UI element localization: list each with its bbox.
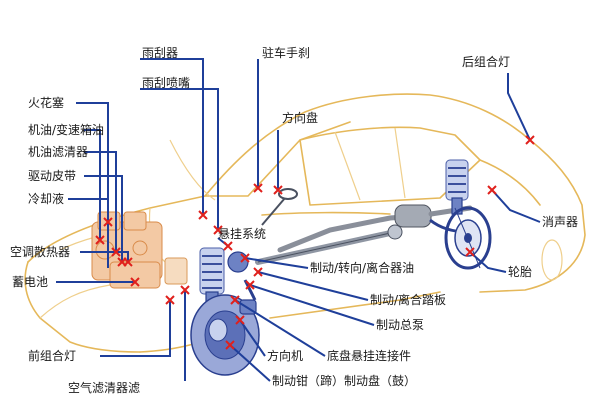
steering-rack [255, 224, 403, 265]
label-fluids: 制动/转向/离合器油 [310, 260, 414, 275]
label-battery: 蓄电池 [12, 275, 48, 289]
label-pedals: 制动/离合踏板 [370, 292, 446, 307]
red-markers [95, 135, 535, 350]
label-rear-light: 后组合灯 [462, 54, 510, 69]
label-drive-belt: 驱动皮带 [28, 169, 76, 183]
label-wiper-nozzle: 雨刮喷嘴 [142, 76, 190, 90]
steering-column [261, 188, 298, 226]
label-tire: 轮胎 [508, 265, 532, 279]
rear-wheel [444, 206, 492, 270]
label-master-cylinder: 制动总泵 [376, 318, 424, 332]
leader-lines [56, 58, 541, 382]
label-ac-radiator: 空调散热器 [10, 244, 70, 259]
label-air-filter: 空气滤清器滤 [68, 380, 140, 395]
label-suspension: 悬挂系统 [218, 227, 266, 241]
label-brake-caliper: 制动钳（蹄）制动盘（鼓） [272, 373, 416, 388]
label-parking-brake: 驻车手刹 [262, 45, 310, 60]
label-spark-plug: 火花塞 [28, 95, 64, 110]
label-coolant: 冷却液 [28, 191, 64, 206]
label-steering-gear: 方向机 [267, 348, 303, 363]
label-wiper: 雨刮器 [142, 46, 178, 60]
car-outline [24, 93, 586, 353]
label-oil-filter: 机油滤清器 [28, 145, 88, 159]
label-muffler: 消声器 [542, 215, 578, 229]
label-engine-oil: 机油/变速箱油 [28, 122, 104, 137]
label-chassis-joint: 底盘悬挂连接件 [327, 348, 411, 363]
label-steering-wheel: 方向盘 [282, 110, 318, 125]
labels: 雨刮器 雨刮喷嘴 驻车手刹 后组合灯 火花塞 机油/变速箱油 机油滤清器 驱动皮… [10, 45, 578, 395]
label-front-light: 前组合灯 [28, 348, 76, 363]
